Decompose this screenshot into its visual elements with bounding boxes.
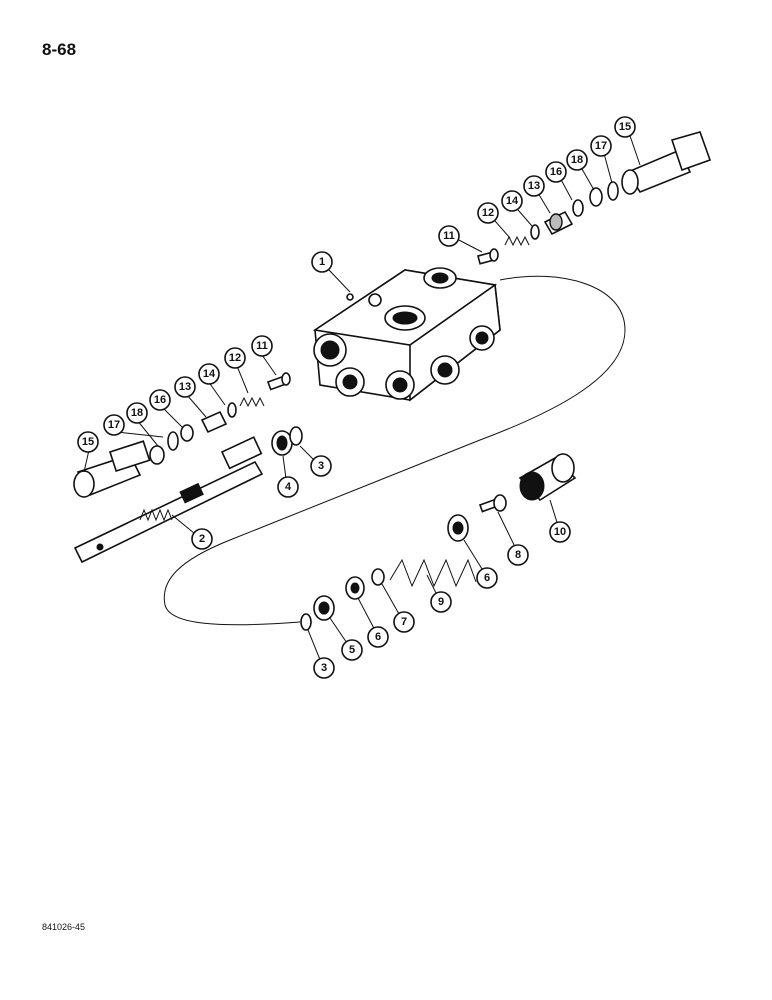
centering-spring-9: [389, 558, 477, 588]
callout-2: 2: [191, 528, 213, 550]
callout-14-left-label: 14: [203, 368, 216, 380]
callout-3-lower-label: 3: [321, 662, 327, 674]
callout-5-label: 5: [349, 644, 355, 656]
boundary-loop: [163, 275, 626, 626]
callout-11-left: 11: [251, 335, 273, 357]
plunger-11-right: [477, 248, 499, 265]
callout-6-upper-label: 6: [484, 572, 490, 584]
callout-14-right: 14: [501, 190, 523, 212]
callout-12-left: 12: [224, 347, 246, 369]
callout-16-left-label: 16: [154, 394, 166, 406]
poppet-13-left: [200, 410, 228, 434]
oring-16-left: [180, 424, 194, 442]
callout-10-label: 10: [554, 526, 566, 538]
page-number: 8-68: [42, 40, 77, 59]
callout-5: 5: [341, 639, 363, 661]
callout-6-lower: 6: [367, 626, 389, 648]
callout-4: 4: [277, 476, 299, 498]
washer-7: [371, 568, 385, 586]
callout-11-right-label: 11: [443, 230, 455, 242]
callout-17-right-label: 17: [595, 140, 607, 152]
seal-4-hole: [276, 435, 288, 451]
callout-8: 8: [507, 544, 529, 566]
oring-18-right: [589, 187, 603, 207]
oring-17-right: [607, 181, 619, 201]
callout-17-right: 17: [590, 135, 612, 157]
callout-12-right-label: 12: [482, 207, 494, 219]
callout-16-right-label: 16: [550, 166, 562, 178]
spool: [73, 436, 264, 564]
callout-11-right: 11: [438, 225, 460, 247]
relief-cartridge-left: [73, 440, 151, 498]
plunger-11-left: [266, 372, 291, 391]
callout-6-lower-label: 6: [375, 631, 381, 643]
callout-17-left-label: 17: [108, 419, 120, 431]
callout-8-label: 8: [515, 549, 521, 561]
callout-3-upper: 3: [310, 455, 332, 477]
oring-3-lower: [300, 613, 312, 631]
oring-3-upper: [289, 426, 303, 446]
figure-code: 841026-45: [42, 922, 86, 932]
callout-13-right: 13: [523, 175, 545, 197]
callout-4-label: 4: [285, 481, 292, 493]
callout-2-label: 2: [199, 533, 205, 545]
callout-12-left-label: 12: [229, 352, 241, 364]
callout-10: 10: [549, 521, 571, 543]
callout-17-left: 17: [103, 414, 125, 436]
relief-cartridge-right: [621, 131, 712, 195]
cap-10: [518, 453, 577, 502]
callout-9-label: 9: [438, 596, 444, 608]
spring-12-right: [504, 235, 530, 247]
callout-18-left: 18: [126, 402, 148, 424]
callout-18-left-label: 18: [131, 407, 143, 419]
poppet-13-right: [543, 210, 574, 236]
callout-13-left-label: 13: [179, 381, 191, 393]
callout-9: 9: [430, 591, 452, 613]
oring-17-left: [167, 431, 179, 451]
bolt-8: [478, 494, 507, 513]
callout-15-left-label: 15: [82, 436, 94, 448]
callout-13-left: 13: [174, 376, 196, 398]
callout-14-left: 14: [198, 363, 220, 385]
callout-3-lower: 3: [313, 657, 335, 679]
callout-1-label: 1: [319, 256, 325, 268]
callout-15-right: 15: [614, 116, 636, 138]
callout-7: 7: [393, 611, 415, 633]
callout-3-upper-label: 3: [318, 460, 324, 472]
callout-15-left: 15: [77, 431, 99, 453]
callout-16-right: 16: [545, 161, 567, 183]
callout-18-right-label: 18: [571, 154, 583, 166]
valve-body: [312, 267, 501, 402]
callout-13-right-label: 13: [528, 180, 540, 192]
oring-14-left: [227, 402, 237, 418]
callout-12-right: 12: [477, 202, 499, 224]
spring-seat-6-lower-hole: [350, 582, 360, 594]
oring-18-left: [149, 445, 165, 465]
spring-12-left: [239, 396, 265, 408]
callout-11-left-label: 11: [256, 340, 268, 352]
callout-18-right: 18: [566, 149, 588, 171]
washer-5-hole: [318, 601, 330, 615]
spring-seat-6-upper-hole: [452, 521, 464, 535]
callout-15-right-label: 15: [619, 121, 631, 133]
callout-7-label: 7: [401, 616, 407, 628]
callout-14-right-label: 14: [506, 195, 519, 207]
callout-16-left: 16: [149, 389, 171, 411]
callout-1: 1: [311, 251, 333, 273]
callout-6-upper: 6: [476, 567, 498, 589]
oring-16-right: [572, 199, 584, 217]
oring-14-right: [530, 224, 540, 240]
